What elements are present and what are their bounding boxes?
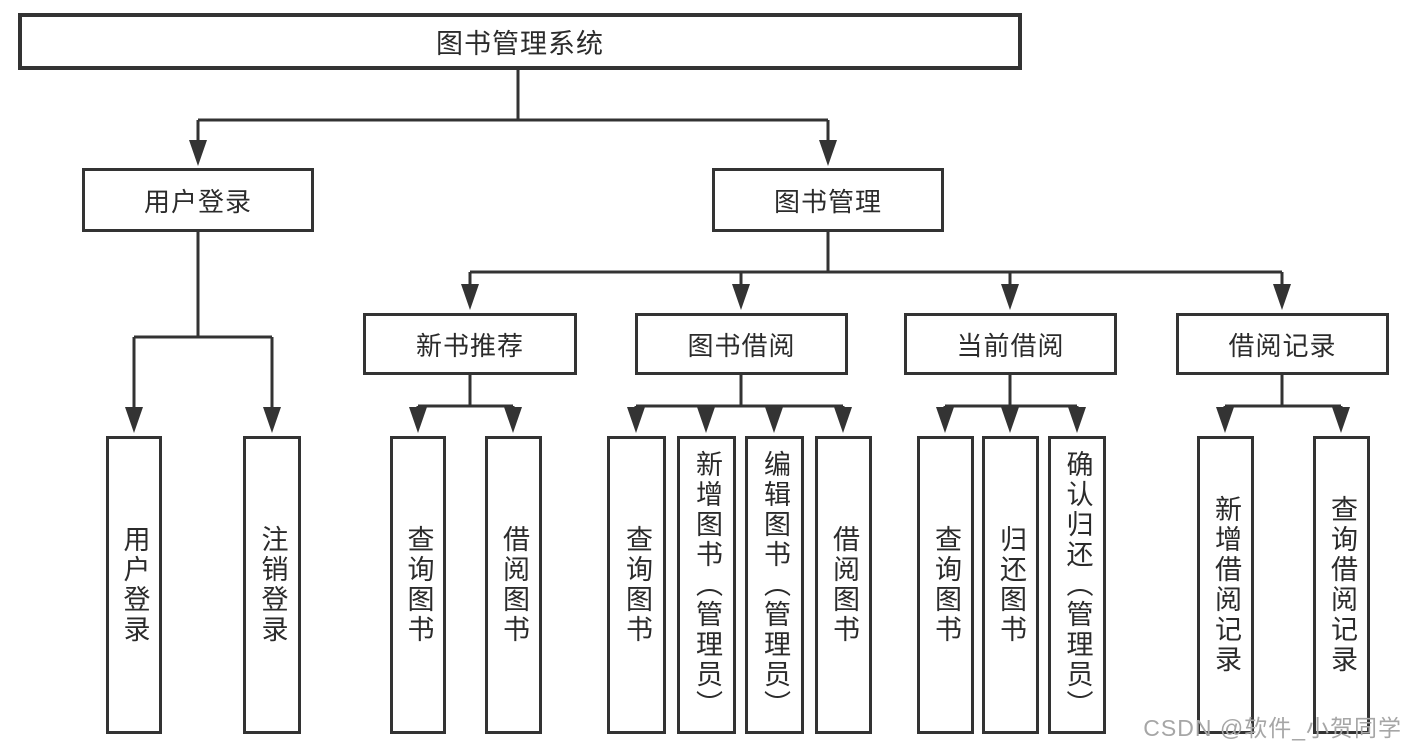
- leaf-add-books-admin: 新增图书（管理员）: [677, 436, 736, 734]
- leaf-label: 查询图书: [403, 525, 434, 645]
- leaf-label: 查询图书: [622, 525, 652, 645]
- leaf-borrow-books-recommend: 借阅图书: [485, 436, 542, 734]
- leaf-label: 归还图书: [996, 525, 1026, 645]
- leaf-query-books-borrowing: 查询图书: [607, 436, 666, 734]
- arrow-down-icon: [504, 407, 522, 433]
- arrow-down-icon: [765, 407, 783, 433]
- connector-user-login-children: [125, 232, 281, 433]
- node-root: 图书管理系统: [18, 13, 1022, 70]
- leaf-confirm-return-admin: 确认归还（管理员）: [1048, 436, 1106, 734]
- leaf-label: 借阅图书: [499, 525, 529, 645]
- connector-borrowing-records-children: [1216, 375, 1350, 433]
- connector-book-borrowing-children: [627, 375, 852, 433]
- leaf-label: 用户登录: [119, 525, 150, 645]
- arrow-down-icon: [936, 407, 954, 433]
- arrow-down-icon: [1273, 284, 1291, 310]
- arrow-down-icon: [1001, 284, 1019, 310]
- arrow-down-icon: [834, 407, 852, 433]
- leaf-query-borrowing-record: 查询借阅记录: [1313, 436, 1370, 734]
- arrow-down-icon: [263, 407, 281, 433]
- leaf-add-borrowing-record: 新增借阅记录: [1197, 436, 1254, 734]
- node-book-borrowing: 图书借阅: [635, 313, 848, 375]
- arrow-down-icon: [697, 407, 715, 433]
- leaf-query-books-recommend: 查询图书: [390, 436, 446, 734]
- arrow-down-icon: [125, 407, 143, 433]
- leaf-return-books: 归还图书: [982, 436, 1039, 734]
- arrow-down-icon: [1332, 407, 1350, 433]
- leaf-label: 查询图书: [931, 525, 961, 645]
- leaf-logout: 注销登录: [243, 436, 301, 734]
- arrow-down-icon: [1068, 407, 1086, 433]
- node-new-book-recommendation: 新书推荐: [363, 313, 577, 375]
- leaf-label: 注销登录: [257, 525, 288, 645]
- leaf-label: 新增图书（管理员）: [692, 450, 722, 720]
- arrow-down-icon: [819, 140, 837, 166]
- node-user-login: 用户登录: [82, 168, 314, 232]
- leaf-label: 新增借阅记录: [1211, 495, 1241, 675]
- arrow-down-icon: [189, 140, 207, 166]
- leaf-user-login: 用户登录: [106, 436, 162, 734]
- arrow-down-icon: [1001, 407, 1019, 433]
- connector-new-book-recommendation-children: [409, 375, 522, 433]
- connector-root-to-level2: [189, 69, 837, 166]
- watermark: CSDN @软件_小贺同学: [1143, 715, 1402, 741]
- arrow-down-icon: [732, 284, 750, 310]
- node-borrowing-records: 借阅记录: [1176, 313, 1389, 375]
- connector-current-borrowing-children: [936, 375, 1086, 433]
- arrow-down-icon: [461, 284, 479, 310]
- leaf-query-books-current: 查询图书: [917, 436, 974, 734]
- leaf-borrow-books-borrowing: 借阅图书: [815, 436, 872, 734]
- leaf-edit-books-admin: 编辑图书（管理员）: [745, 436, 804, 734]
- node-book-management: 图书管理: [712, 168, 944, 232]
- arrow-down-icon: [627, 407, 645, 433]
- leaf-label: 编辑图书（管理员）: [760, 450, 790, 720]
- connector-book-management-children: [461, 232, 1291, 310]
- arrow-down-icon: [409, 407, 427, 433]
- node-current-borrowing: 当前借阅: [904, 313, 1117, 375]
- arrow-down-icon: [1216, 407, 1234, 433]
- leaf-label: 借阅图书: [829, 525, 859, 645]
- leaf-label: 确认归还（管理员）: [1062, 450, 1093, 720]
- leaf-label: 查询借阅记录: [1327, 495, 1357, 675]
